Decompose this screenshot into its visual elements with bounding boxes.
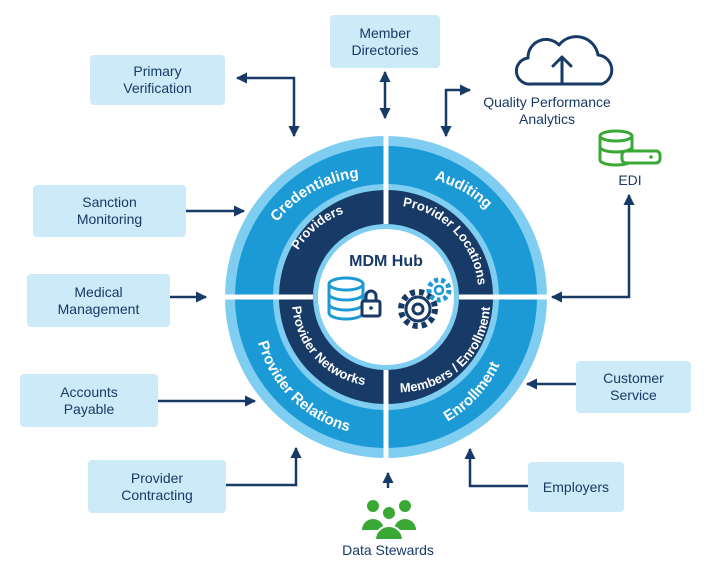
member-directories-box: Member Directories bbox=[330, 15, 440, 68]
data-stewards-icon bbox=[362, 500, 416, 541]
customer-service-box: Customer Service bbox=[576, 361, 691, 413]
hub-title: MDM Hub bbox=[349, 253, 423, 270]
edi-database-icon bbox=[598, 129, 662, 167]
provider-contracting-box: Provider Contracting bbox=[88, 460, 226, 513]
gears-icon bbox=[398, 277, 452, 329]
sanction-monitoring-box: Sanction Monitoring bbox=[33, 185, 186, 237]
database-lock-icon bbox=[327, 276, 382, 321]
edi-label: EDI bbox=[618, 172, 642, 188]
primary-verification-box: Primary Verification bbox=[90, 55, 225, 105]
data-stewards-label: Data Stewards bbox=[342, 542, 434, 558]
quality-performance-analytics-label: Quality Performance Analytics bbox=[483, 94, 611, 127]
employers-box: Employers bbox=[528, 462, 624, 512]
medical-management-box: Medical Management bbox=[27, 274, 170, 327]
hub-center bbox=[318, 229, 454, 365]
cloud-upload-icon bbox=[514, 35, 614, 86]
accounts-payable-box: Accounts Payable bbox=[20, 374, 158, 427]
